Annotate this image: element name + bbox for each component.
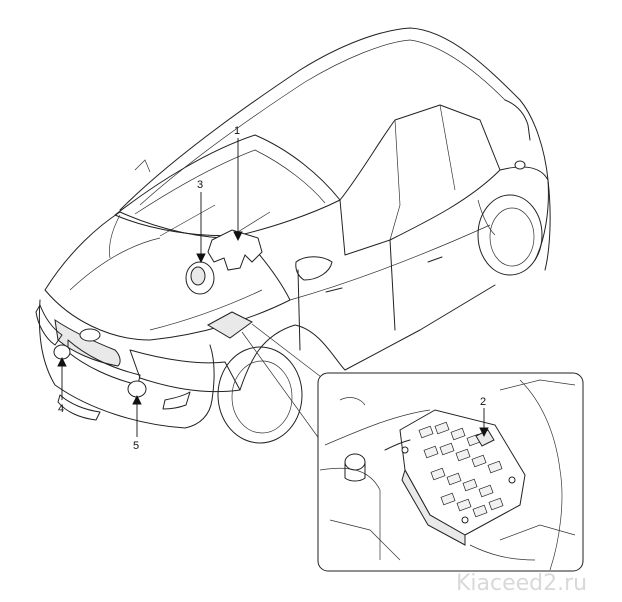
- leader-lines: [57, 138, 489, 438]
- fuse-box-inset: [317, 372, 584, 572]
- component-1-shape: [207, 229, 263, 271]
- callout-3: 3: [197, 179, 203, 191]
- car-illustration: [35, 27, 551, 444]
- zoom-line: [241, 331, 321, 441]
- callout-4: 4: [58, 403, 64, 415]
- fuse-box-marker: [206, 311, 253, 339]
- callout-1: 1: [234, 125, 240, 137]
- zoom-line: [251, 323, 326, 381]
- component-3-shape: [185, 261, 215, 295]
- component-5-shape: [127, 380, 147, 398]
- callout-5: 5: [133, 440, 139, 452]
- callout-2: 2: [480, 396, 486, 408]
- component-4-shape: [53, 344, 71, 360]
- watermark: Kiaceed2.ru: [456, 571, 587, 596]
